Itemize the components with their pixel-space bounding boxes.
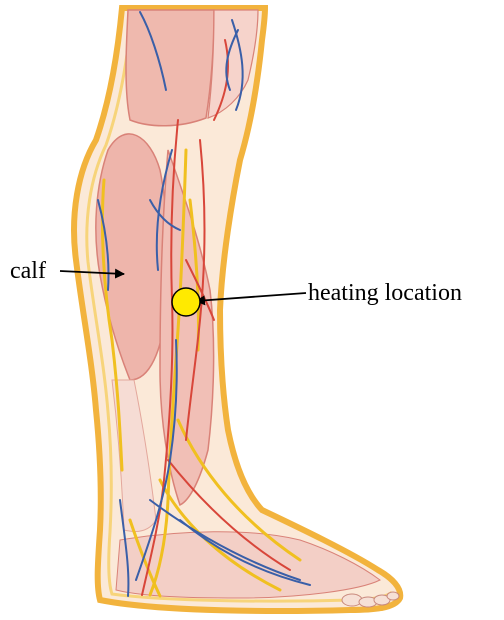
thigh-muscle: [126, 10, 214, 126]
calf-label: calf: [10, 259, 46, 283]
heating-location-label: heating location: [308, 281, 462, 305]
heating-location-dot-icon: [172, 288, 200, 316]
